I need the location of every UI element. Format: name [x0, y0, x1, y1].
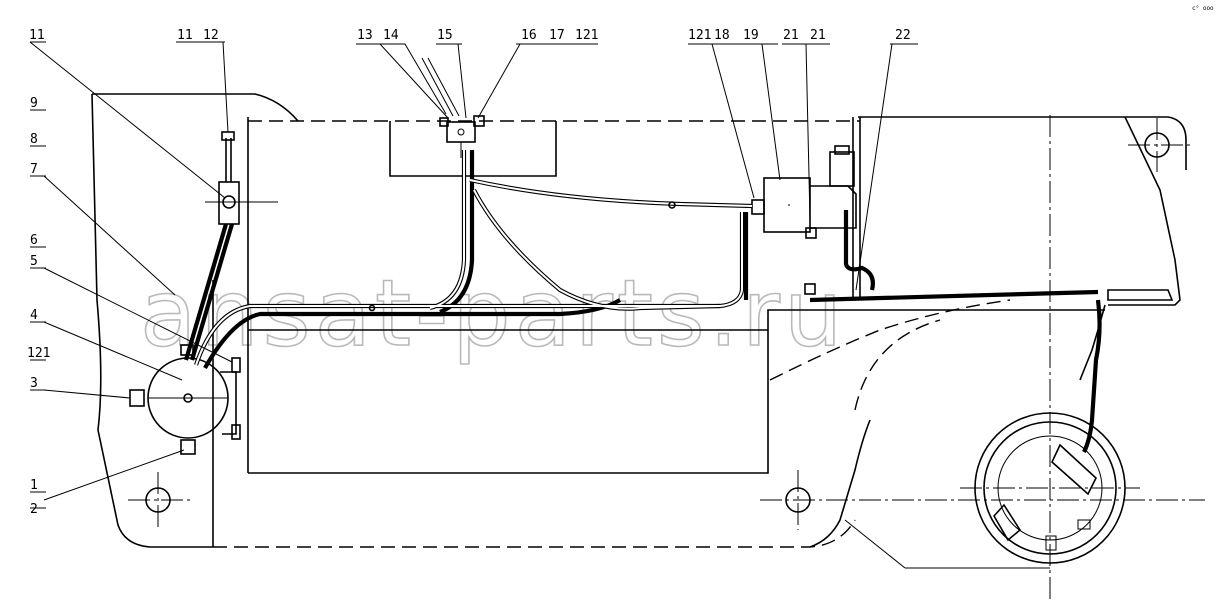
callout-11-top-left: 11 — [29, 28, 45, 43]
callout-17: 17 — [549, 28, 565, 43]
callout-121-top-mid: 121 — [575, 28, 598, 43]
callout-12: 12 — [203, 28, 219, 43]
top-valve-block — [421, 57, 485, 158]
callout-11: 11 — [177, 28, 193, 43]
mount-hole-left — [128, 472, 190, 528]
callout-121-top-right: 121 — [688, 28, 711, 43]
callout-15: 15 — [437, 28, 453, 43]
callout-21-b: 21 — [810, 28, 826, 43]
callout-7: 7 — [30, 162, 38, 177]
hose-lines — [183, 150, 1102, 453]
corner-mark: c° ooo — [1192, 5, 1214, 12]
left-valve-block — [205, 131, 278, 225]
callout-19: 19 — [743, 28, 759, 43]
leader-lines — [29, 41, 1050, 569]
callout-13: 13 — [357, 28, 373, 43]
callout-5: 5 — [30, 254, 38, 269]
callout-18: 18 — [714, 28, 730, 43]
callout-2: 2 — [30, 502, 38, 517]
frame-outline — [91, 93, 1105, 548]
mount-hole-mid — [760, 470, 1205, 530]
callout-4: 4 — [30, 308, 38, 323]
wheel-hub — [960, 115, 1140, 600]
callout-3: 3 — [30, 376, 38, 391]
callout-8: 8 — [30, 132, 38, 147]
mount-hole-right — [1128, 118, 1190, 172]
callout-9: 9 — [30, 96, 38, 111]
callout-121-left: 121 — [27, 346, 50, 361]
frame-outline-right — [852, 116, 1187, 381]
callout-6: 6 — [30, 233, 38, 248]
callout-14: 14 — [383, 28, 399, 43]
callout-labels: 11 11 12 9 8 7 6 5 4 121 3 1 2 13 14 15 … — [27, 28, 911, 517]
callout-1: 1 — [30, 478, 38, 493]
callout-21-a: 21 — [783, 28, 799, 43]
callout-16: 16 — [521, 28, 537, 43]
callout-22: 22 — [895, 28, 911, 43]
